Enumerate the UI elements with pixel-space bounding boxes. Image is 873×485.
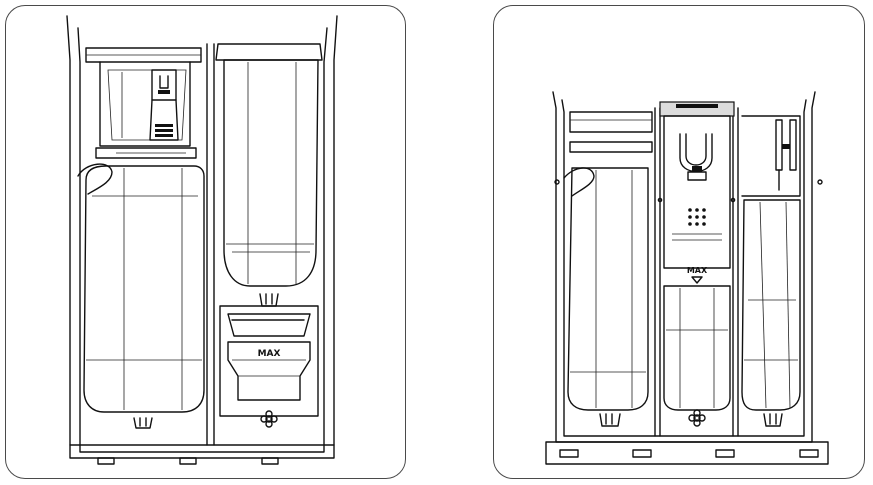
left-drawer-housing bbox=[66, 15, 338, 459]
right-drawer-base bbox=[545, 441, 829, 465]
left-foot bbox=[261, 457, 279, 465]
left-main-wash-icon bbox=[133, 417, 153, 429]
right-siphon-handle bbox=[679, 133, 713, 173]
right-hook bbox=[563, 167, 595, 197]
left-drawer: MAX bbox=[66, 15, 338, 465]
left-prewash-box bbox=[99, 61, 191, 147]
right-h-siphon bbox=[775, 119, 797, 191]
right-prewash-icon bbox=[763, 413, 783, 427]
right-prewash-compartment bbox=[741, 199, 801, 411]
left-foot bbox=[97, 457, 115, 465]
right-softener-compartment bbox=[663, 285, 731, 411]
left-foot bbox=[179, 457, 197, 465]
left-softener-tray bbox=[219, 305, 319, 417]
right-softener-flower-icon bbox=[688, 409, 706, 427]
left-softener-flower-icon bbox=[260, 410, 278, 428]
right-max-label: MAX bbox=[687, 266, 708, 275]
left-drawer-housing-inner bbox=[77, 27, 328, 453]
left-prewash-icon bbox=[259, 293, 279, 307]
left-max-label: MAX bbox=[258, 349, 281, 359]
left-drawer-panel bbox=[5, 5, 406, 479]
left-main-wash-compartment bbox=[83, 165, 205, 413]
left-softener-reservoir bbox=[223, 59, 319, 287]
right-dot-grid bbox=[688, 208, 706, 226]
right-main-wash-icon bbox=[599, 413, 621, 427]
right-drawer-panel bbox=[493, 5, 865, 479]
right-drawer: MAX bbox=[545, 91, 829, 465]
left-hook bbox=[77, 163, 113, 195]
right-siphon-insert bbox=[663, 115, 731, 269]
left-siphon-handle bbox=[151, 69, 177, 101]
right-main-wash-compartment bbox=[567, 167, 649, 411]
